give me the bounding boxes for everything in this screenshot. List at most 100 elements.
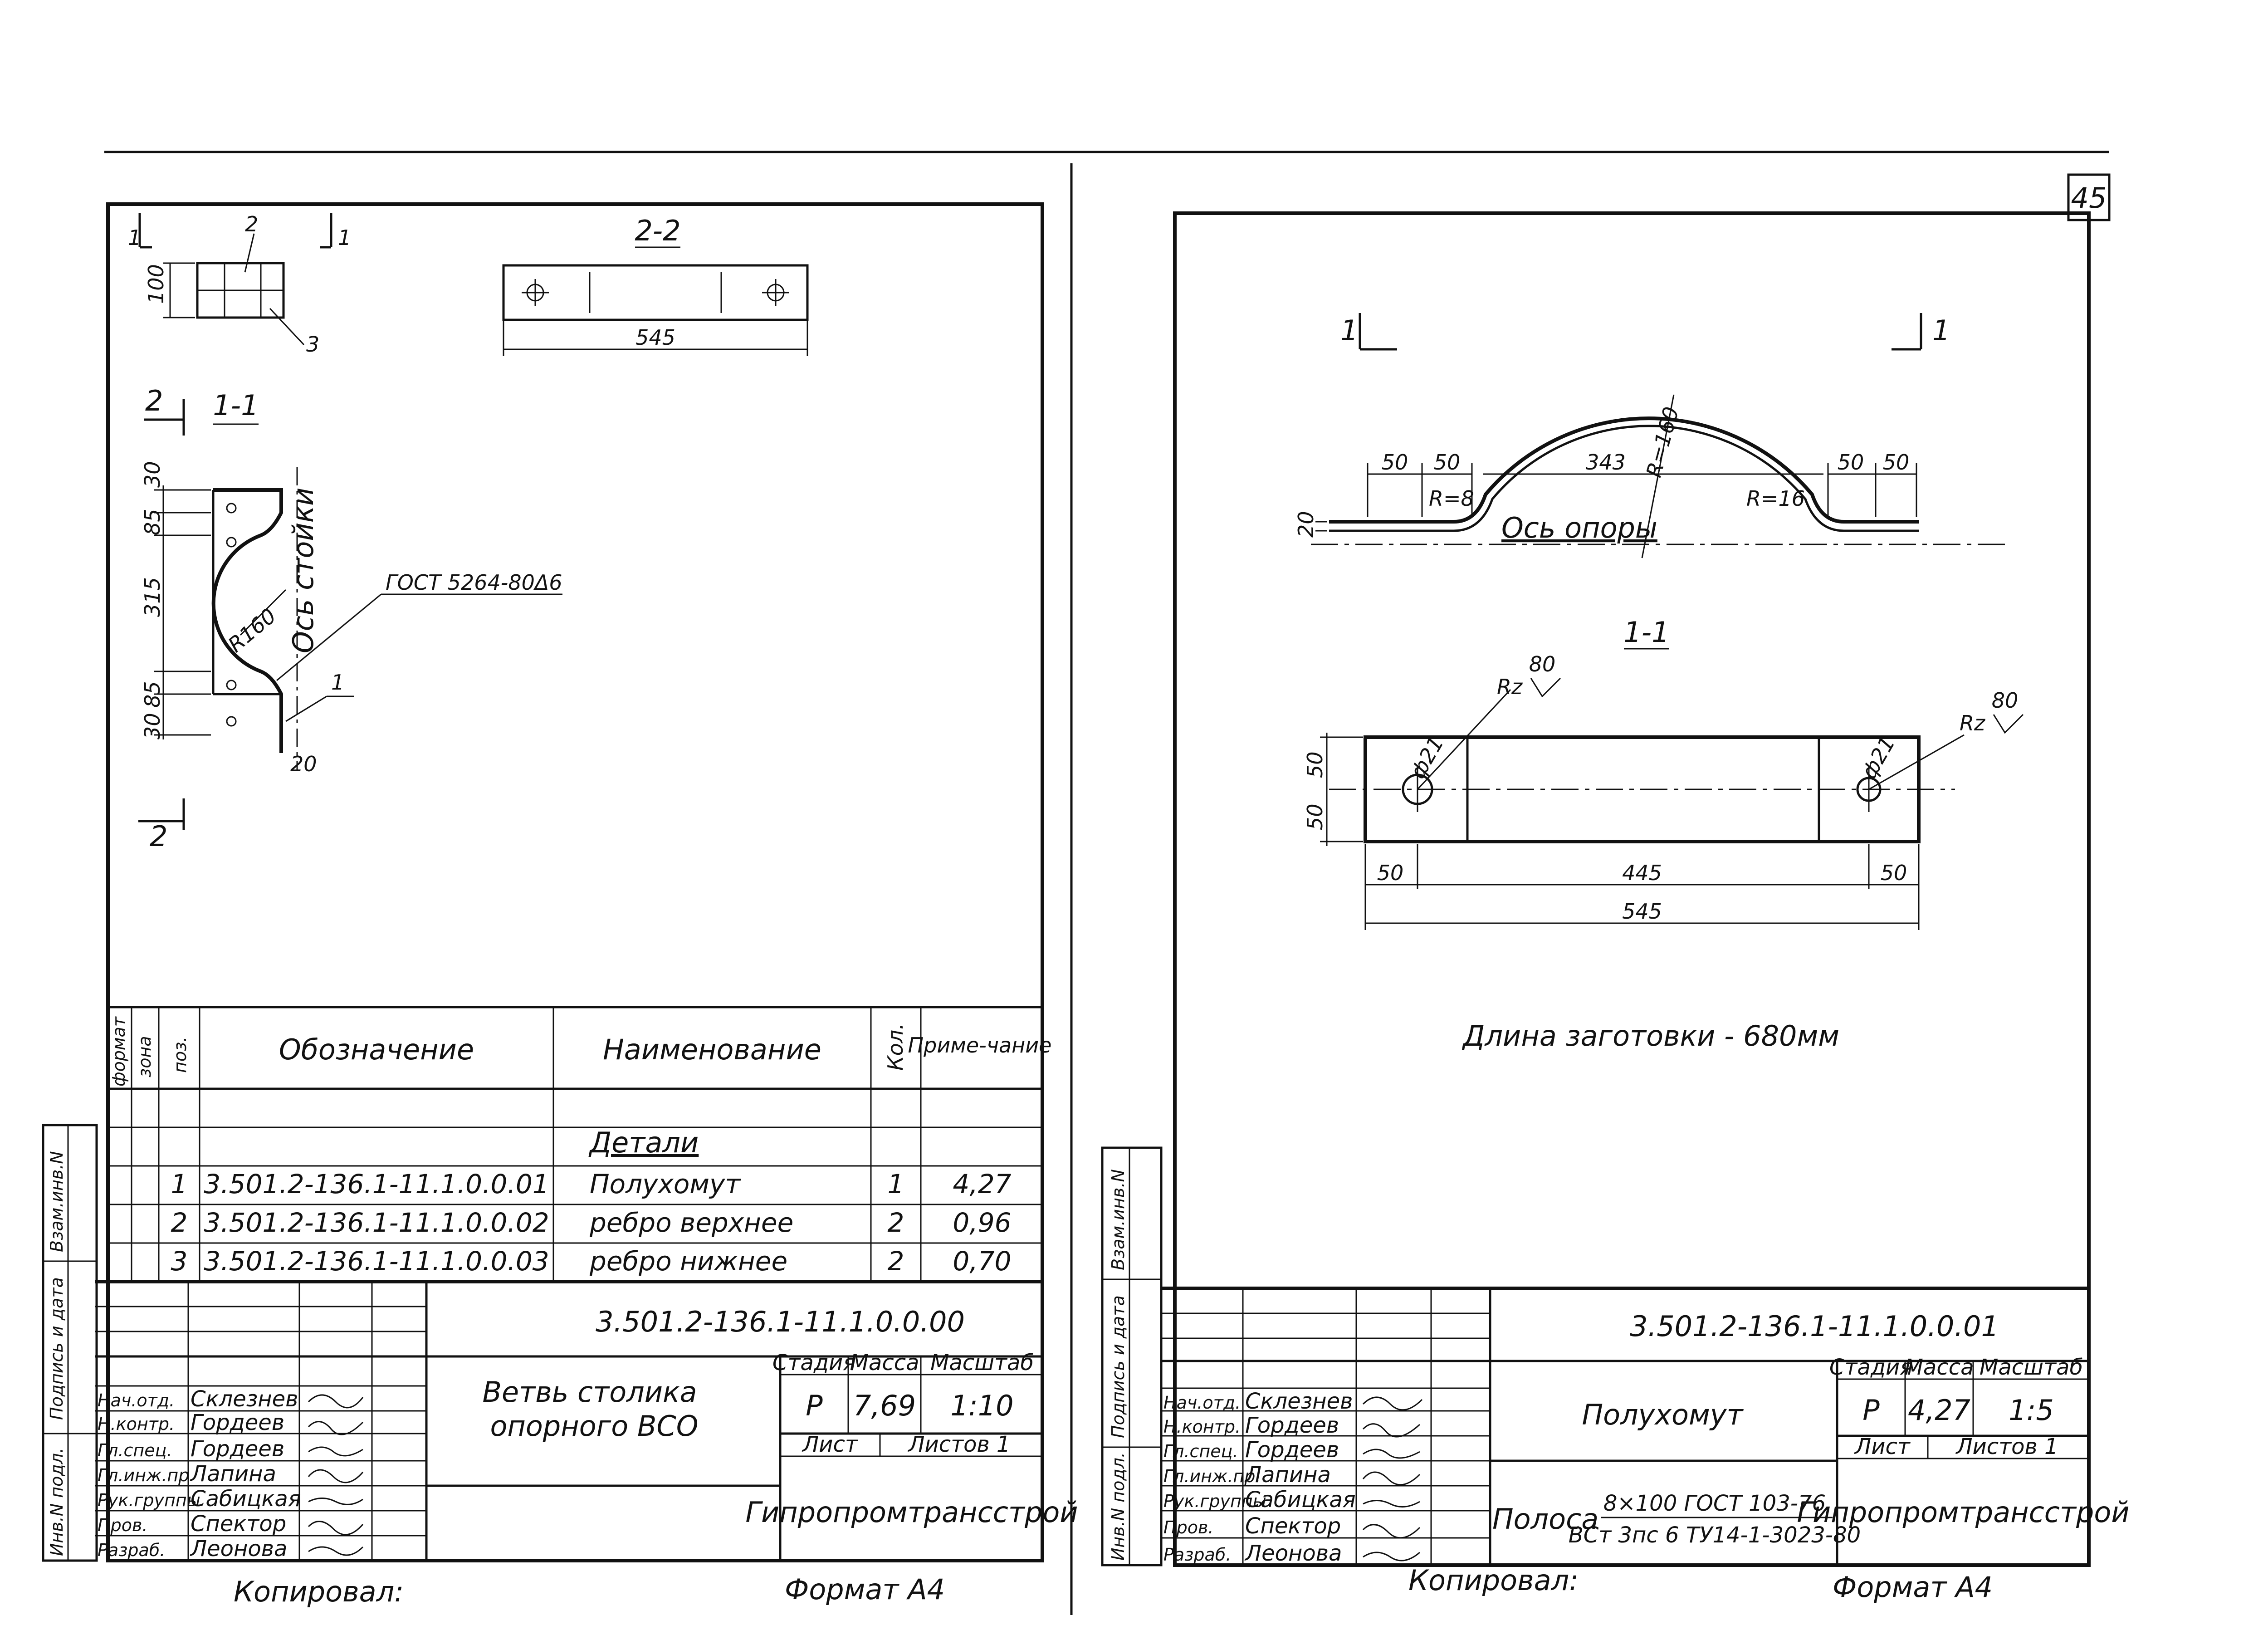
left-row-name: ребро верхнее [589, 1207, 793, 1238]
left-dim-3: 30 [140, 713, 165, 739]
left-th-qty: Кол. [883, 1023, 908, 1071]
right-signatures [1362, 1396, 1423, 1561]
right-view-1-1: 1-1 ф21 ф21 Rz 80 Rz 80 50 50 [1303, 616, 2024, 930]
right-tb-material-prefix: Полоса [1492, 1503, 1598, 1536]
right-side-inv-orig: Инв.N подл. [1108, 1452, 1128, 1561]
left-spec-section: Детали [588, 1126, 699, 1159]
right-role-4: Рук.группы [1163, 1491, 1266, 1511]
right-tb-mass: 4,27 [1908, 1394, 1970, 1427]
right-tb-org: Гипропромтрансстрой [1797, 1496, 2129, 1529]
left-tb-title-2: опорного ВСО [490, 1410, 698, 1443]
right-dim-right: 50 [1881, 861, 1907, 885]
left-tb-org: Гипропромтрансстрой [745, 1496, 1078, 1529]
left-footer-copied: Копировал: [234, 1575, 404, 1608]
right-side-inv: Взам.инв.N [1108, 1169, 1128, 1270]
left-tb-sheet-label: Лист [802, 1432, 859, 1457]
table-row: 1 3.501.2-136.1-11.1.0.0.01 Полухомут 1 … [171, 1169, 1012, 1199]
right-half-clamp-profile [1329, 416, 1919, 524]
left-role-5: Пров. [98, 1515, 147, 1535]
left-tb-scale-label: Масштаб [930, 1350, 1034, 1375]
right-footer-copied: Копировал: [1408, 1564, 1579, 1597]
right-dim-left: 50 [1377, 861, 1404, 885]
left-tb-title-1: Ветвь столика [482, 1375, 697, 1409]
right-axis-label: Ось опоры [1501, 511, 1657, 544]
right-tb-stage-label: Стадия [1829, 1355, 1913, 1380]
table-row: 3 3.501.2-136.1-11.1.0.0.03 ребро нижнее… [171, 1246, 1012, 1277]
left-dim-2: 315 [140, 577, 165, 617]
right-roughness-right: 80 [1992, 688, 2019, 713]
left-row-note: 0,96 [953, 1207, 1011, 1238]
right-rz-right: Rz [1960, 711, 1985, 735]
right-mark-left: 1 [1340, 314, 1358, 347]
left-side-sign: Подпись и дата [47, 1277, 67, 1420]
right-dim-2: 343 [1586, 450, 1626, 475]
right-dim-0: 50 [1382, 450, 1408, 475]
right-name-0: Склезнев [1245, 1389, 1353, 1414]
left-name-0: Склезнев [191, 1386, 298, 1412]
right-role-5: Пров. [1163, 1517, 1213, 1537]
left-footer-format: Формат А4 [785, 1573, 945, 1606]
right-blank-length: Длина заготовки - 680мм [1461, 1019, 1839, 1052]
right-footer-format: Формат А4 [1833, 1571, 1993, 1604]
left-tb-scale: 1:10 [950, 1389, 1013, 1422]
left-th-note: Приме-чание [908, 1033, 1052, 1057]
right-name-5: Спектор [1245, 1513, 1341, 1539]
right-tb-mass-label: Масса [1904, 1355, 1974, 1380]
left-row-note: 0,70 [953, 1246, 1011, 1277]
right-side-sign: Подпись и дата [1108, 1295, 1128, 1438]
left-name-1: Гордеев [191, 1410, 284, 1435]
left-tb-sheets-label: Листов 1 [907, 1432, 1010, 1457]
right-tb-scale-label: Масштаб [1980, 1355, 2083, 1380]
left-tb-stage: Р [806, 1389, 823, 1422]
left-axis-label: Ось стойки [287, 488, 320, 653]
right-tb-scale: 1:5 [2009, 1394, 2054, 1427]
page-number: 45 [2071, 181, 2107, 215]
right-role-2: Гл.спец. [1163, 1441, 1238, 1461]
left-weld: 20 [290, 752, 317, 776]
left-title-block: 3.501.2-136.1-11.1.0.0.00 Ветвь столика … [95, 1280, 1078, 1561]
right-dim-middle: 445 [1622, 861, 1662, 885]
right-dim-h1: 50 [1303, 751, 1327, 778]
right-tb-material-bottom: ВСт 3пс 6 ТУ14-1-3023-80 [1569, 1522, 1861, 1548]
right-radius-big: R=160 [1641, 404, 1683, 480]
left-view-2-2-title: 2-2 [635, 214, 680, 247]
left-view-1-1-title: 1-1 [213, 389, 259, 422]
left-name-3: Лапина [190, 1461, 276, 1487]
left-side-inv-orig: Инв.N подл. [47, 1448, 67, 1556]
left-row-pos: 3 [171, 1246, 188, 1277]
left-th-name: Наименование [603, 1033, 821, 1066]
left-th-zone: зона [135, 1036, 155, 1077]
left-name-4: Сабицкая [191, 1486, 301, 1512]
left-view-1-1-mark-top: 2 [145, 384, 163, 417]
right-tb-code: 3.501.2-136.1-11.1.0.0.01 [1630, 1310, 1999, 1343]
left-standard: ГОСТ 5264-80Δ6 [386, 570, 562, 595]
right-role-1: Н.контр. [1163, 1417, 1241, 1437]
left-th-format: формат [109, 1016, 129, 1087]
left-top-mark-right: 1 [338, 225, 351, 250]
left-top-mark-left: 1 [128, 225, 141, 250]
left-row-designation: 3.501.2-136.1-11.1.0.0.02 [204, 1207, 549, 1238]
table-row: 2 3.501.2-136.1-11.1.0.0.02 ребро верхне… [171, 1207, 1012, 1238]
left-dim-4: 85 [140, 681, 165, 708]
left-spec-table: формат зона поз. Обозначение Наименовани… [108, 1006, 1052, 1282]
left-th-designation: Обозначение [279, 1033, 474, 1066]
right-dim-5: 20 [1294, 511, 1318, 538]
left-top-dim-height: 100 [144, 264, 168, 304]
right-tb-material-top: 8×100 ГОСТ 103-76 [1603, 1491, 1826, 1516]
left-view-1-1-mark-bottom: 2 [150, 820, 167, 853]
left-pos-1: 1 [331, 670, 344, 695]
right-tb-sheet-label: Лист [1854, 1434, 1911, 1459]
left-th-pos: поз. [170, 1037, 190, 1073]
right-title-block: 3.501.2-136.1-11.1.0.0.01 Полухомут Поло… [1161, 1287, 2130, 1566]
right-role-3: Гл.инж.пр. [1163, 1466, 1261, 1486]
right-name-2: Гордеев [1245, 1437, 1339, 1463]
right-view-1-1-title: 1-1 [1623, 616, 1669, 649]
right-radius-left: R=8 [1429, 486, 1474, 511]
right-rz-left: Rz [1497, 675, 1523, 699]
right-side-stamp: Взам.инв.N Подпись и дата Инв.N подл. [1101, 1146, 1163, 1566]
right-radius-right: R=16 [1746, 486, 1805, 511]
right-name-1: Гордеев [1245, 1413, 1339, 1438]
left-role-4: Рук.группы [98, 1490, 200, 1510]
right-dim-4: 50 [1883, 450, 1910, 475]
